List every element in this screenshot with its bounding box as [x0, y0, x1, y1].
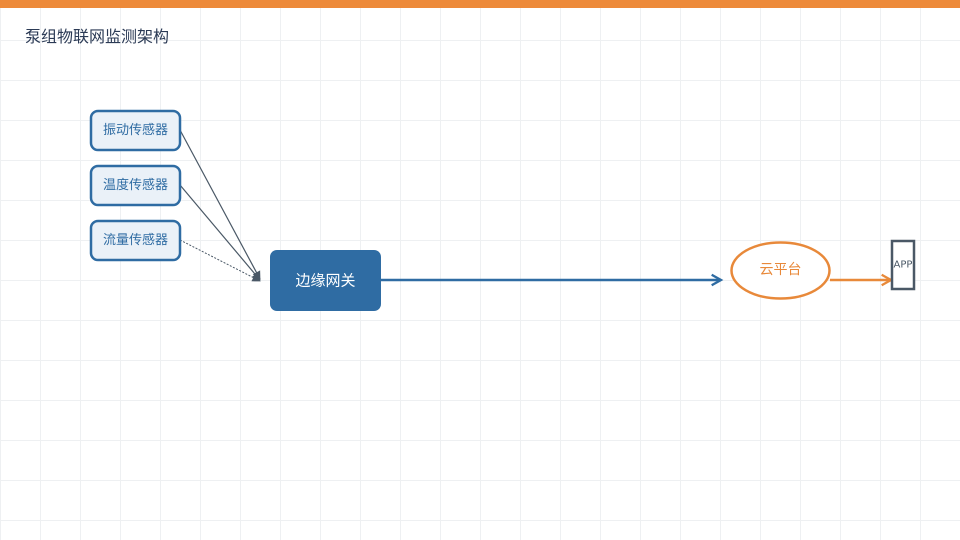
- sensor-label: 温度传感器: [103, 177, 168, 193]
- page-title: 泵组物联网监测架构: [25, 27, 170, 46]
- sensor-label: 振动传感器: [103, 122, 168, 138]
- sensor-node-flow: 流量传感器: [89, 219, 182, 262]
- app-label: APP: [894, 260, 913, 271]
- sensor-label: 流量传感器: [103, 232, 168, 248]
- sensor-node-temperature: 温度传感器: [89, 164, 182, 207]
- link-flow-to-gateway: [179, 239, 261, 282]
- app-node: APP: [890, 239, 916, 291]
- top-accent-bar: [0, 0, 960, 8]
- sensor-node-vibration: 振动传感器: [89, 109, 182, 152]
- link-temperature-to-gateway: [179, 184, 261, 281]
- gateway-label: 边缘网关: [295, 272, 355, 290]
- cloud-platform-node: 云平台: [730, 241, 831, 300]
- gateway-node: 边缘网关: [270, 250, 381, 311]
- link-vibration-to-gateway: [179, 129, 261, 280]
- cloud-label: 云平台: [760, 262, 802, 278]
